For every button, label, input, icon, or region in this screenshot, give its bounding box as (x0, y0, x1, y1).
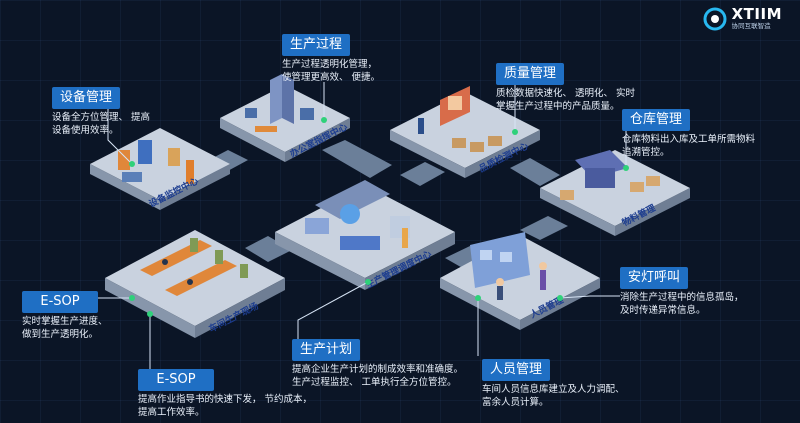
callout-esop-1-desc: 实时掌握生产进度、 做到生产透明化。 (22, 316, 108, 340)
walkway-dispatch-quality (400, 162, 445, 186)
callout-esop-2: E-SOP 提高作业指导书的快速下发， 节约成本， 提高工作效率。 (138, 368, 378, 419)
callout-andon-desc: 消除生产过程中的信息孤岛， 及时传递异常信息。 (620, 292, 744, 316)
material-management-platform (540, 150, 690, 236)
logo-brand: XTIIM (731, 5, 782, 23)
callout-warehouse-title: 仓库管理 (622, 109, 691, 131)
logo-subtitle: 协同互联智造 (731, 22, 771, 30)
brand-logo: XTIIM 协同互联智造 (702, 6, 782, 32)
callout-personnel-title: 人员管理 (482, 359, 551, 381)
leader-dots (129, 117, 629, 317)
walkway-personnel-material (520, 216, 568, 240)
quality-inspection-platform (390, 86, 540, 178)
callout-quality-title: 质量管理 (496, 63, 565, 85)
callout-plan-title: 生产计划 (292, 339, 361, 361)
callout-quality-desc: 质检数据快速化、 透明化、 实时 掌握生产过程中的产品质量。 (496, 88, 636, 112)
callout-equipment-desc: 设备全方位管理、 提高 设备使用效率。 (52, 112, 151, 136)
callout-warehouse-desc: 仓库物料出入库及工单所需物料 追溯管控。 (622, 134, 756, 158)
office-command-platform (220, 74, 350, 162)
personnel-platform (440, 232, 600, 330)
callout-process-desc: 生产过程透明化管理， 使管理更高效、 便捷。 (282, 59, 381, 83)
callout-esop-2-title: E-SOP (138, 369, 214, 391)
callout-andon: 安灯呼叫 消除生产过程中的信息孤岛， 及时传递异常信息。 (620, 266, 790, 317)
callout-process: 生产过程 生产过程透明化管理， 使管理更高效、 便捷。 (282, 33, 482, 84)
walkway-workshop-dispatch (245, 236, 292, 262)
workshop-floor-platform (105, 230, 285, 338)
callout-plan-desc: 提高企业生产计划的制成效率和准确度。 生产过程监控、 工单执行全方位管控。 (292, 364, 464, 388)
equipment-monitoring-platform (90, 128, 230, 210)
callout-equipment-title: 设备管理 (52, 87, 121, 109)
callout-equipment: 设备管理 设备全方位管理、 提高 设备使用效率。 (52, 86, 252, 137)
callout-esop-1: E-SOP 实时掌握生产进度、 做到生产透明化。 (22, 290, 142, 341)
leader-lines (98, 82, 627, 370)
callout-warehouse: 仓库管理 仓库物料出入库及工单所需物料 追溯管控。 (622, 108, 792, 159)
logo-icon (703, 7, 727, 31)
callout-process-title: 生产过程 (282, 34, 351, 56)
walkway-quality-material (510, 158, 560, 186)
walkway-office-dispatch (322, 140, 392, 178)
callout-quality: 质量管理 质检数据快速化、 透明化、 实时 掌握生产过程中的产品质量。 (496, 62, 696, 113)
callout-plan: 生产计划 提高企业生产计划的制成效率和准确度。 生产过程监控、 工单执行全方位管… (292, 338, 512, 389)
callout-personnel: 人员管理 车间人员信息库建立及人力调配、 富余人员计算。 (482, 358, 682, 409)
callout-esop-1-title: E-SOP (22, 291, 98, 313)
leader-andon (559, 295, 620, 299)
dispatch-center-platform (275, 180, 455, 290)
callout-personnel-desc: 车间人员信息库建立及人力调配、 富余人员计算。 (482, 384, 625, 408)
callout-esop-2-desc: 提高作业指导书的快速下发， 节约成本， 提高工作效率。 (138, 394, 313, 418)
leader-equipment (107, 108, 133, 165)
callout-andon-title: 安灯呼叫 (620, 267, 689, 289)
